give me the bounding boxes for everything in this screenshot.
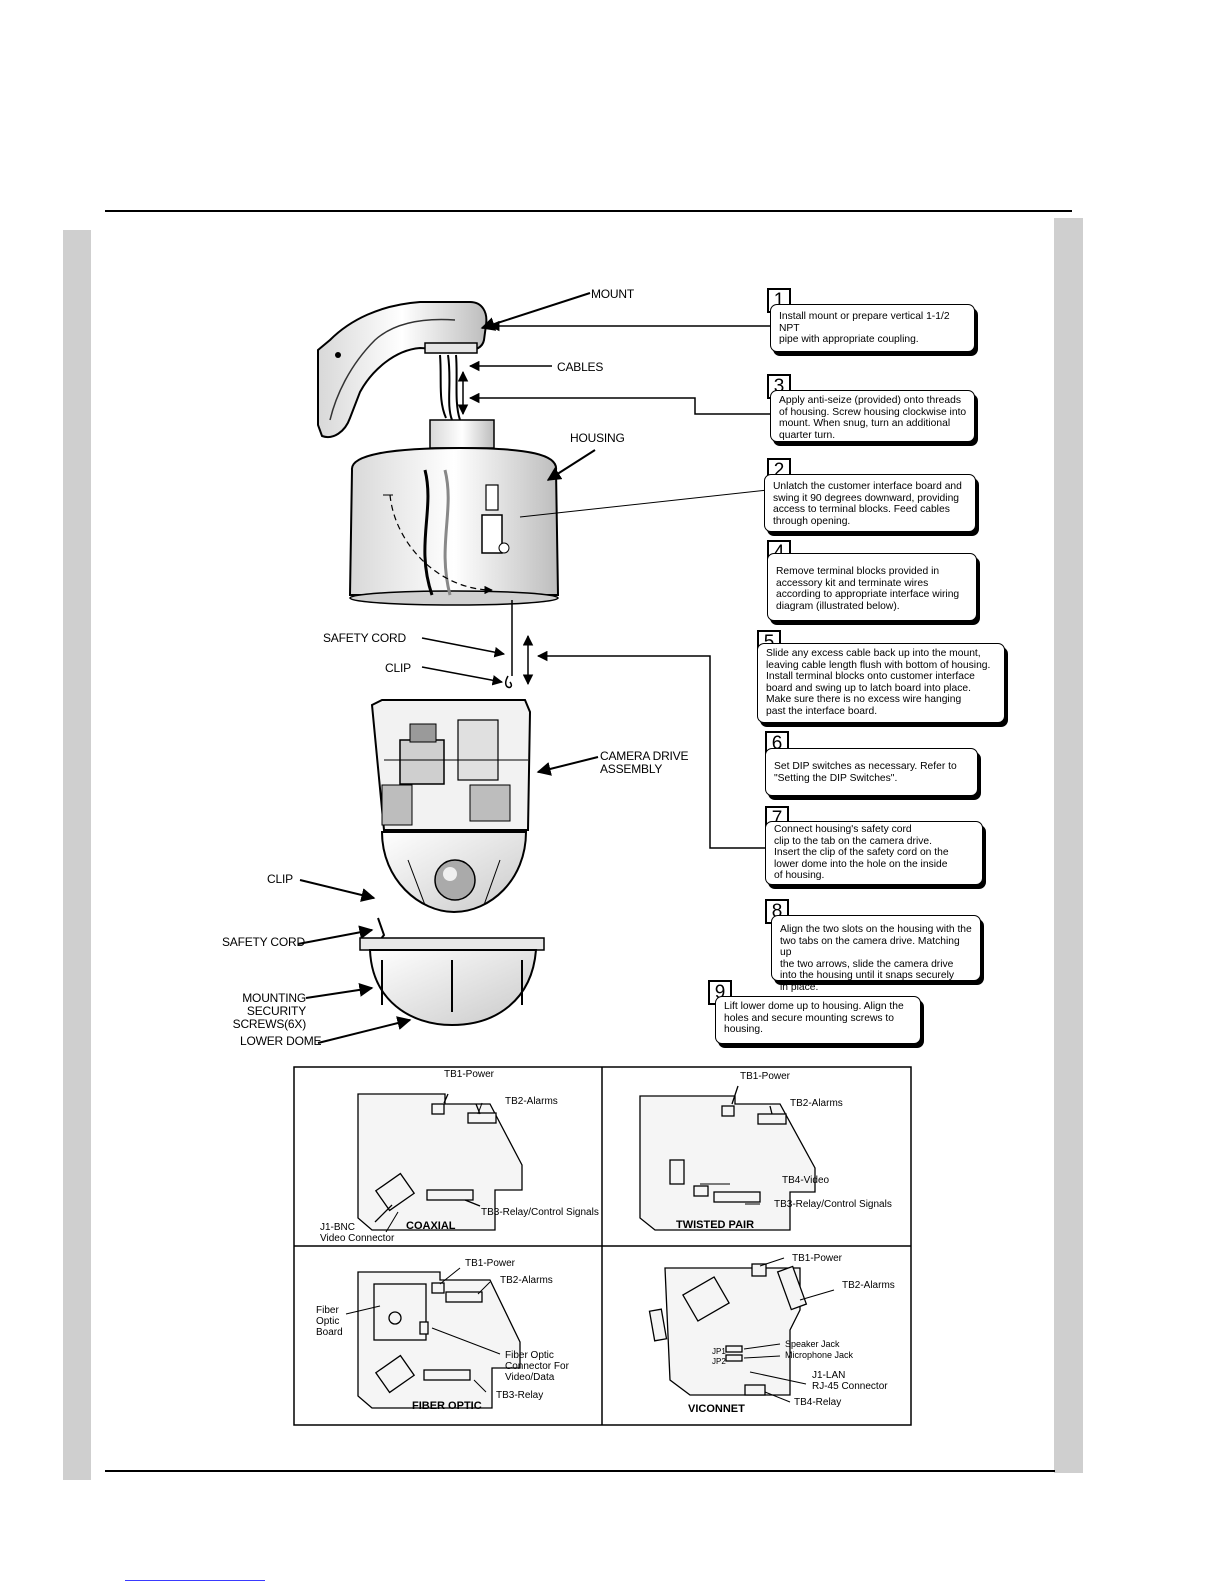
vc-tb4-label: TB4-Relay [794,1397,842,1408]
board-fiber-optic [357,1271,521,1409]
fo-board-label: Fiber Optic Board [316,1305,343,1338]
cables-drawing [439,354,552,421]
vc-tb2-label: TB2-Alarms [842,1280,895,1291]
callout-camera-drive: CAMERA DRIVE ASSEMBLY [600,749,689,776]
leader-lines [468,320,780,849]
housing-drawing [348,419,769,606]
step-box-7: Connect housing's safety cord clip to th… [765,821,983,885]
coax-tb2-label: TB2-Alarms [505,1096,558,1107]
callout-lower-dome: LOWER DOME [240,1034,322,1048]
vc-speaker-label: Speaker Jack [785,1339,840,1349]
tp-tb3-label: TB3-Relay/Control Signals [774,1199,892,1210]
callout-housing: HOUSING [570,431,625,445]
step-box-8: Align the two slots on the housing with … [771,915,981,993]
step-box-5: Slide any excess cable back up into the … [757,643,1005,723]
coax-title: COAXIAL [406,1220,456,1232]
step-box-1: Install mount or prepare vertical 1-1/2 … [770,304,975,352]
step-box-2: Unlatch the customer interface board and… [764,474,976,532]
fo-title: FIBER OPTIC [412,1400,482,1412]
footer-rule [105,1470,1055,1472]
callout-mounting-screws: MOUNTING SECURITY SCREWS(6X) [232,991,307,1031]
vc-microphone-label: Microphone Jack [785,1350,854,1360]
left-margin-bar [63,230,91,1480]
fo-tb1-label: TB1-Power [465,1258,516,1269]
right-margin-bar [1054,218,1083,1473]
coax-tb3-label: TB3-Relay/Control Signals [481,1207,599,1218]
wiring-leaders [345,1102,835,1403]
lower-dome-drawing [297,879,545,1044]
step-box-6: Set DIP switches as necessary. Refer to … [765,748,978,796]
tp-tb4-label: TB4-Video [782,1175,830,1186]
tp-title: TWISTED PAIR [676,1219,755,1231]
callout-safety-cord-top: SAFETY CORD [323,631,406,645]
coax-tb1-label: TB1-Power [444,1069,495,1080]
coax-j1-label: J1-BNC Video Connector [320,1222,395,1244]
vc-jp2-label: JP2 [712,1357,726,1366]
callout-mount: MOUNT [591,287,634,301]
vc-title: VICONNET [688,1403,745,1415]
step-box-3: Apply anti-seize (provided) onto threads… [770,390,975,442]
camera-drive-drawing [370,699,599,914]
board-twisted-pair [639,1085,816,1231]
mount-drawing [317,292,591,438]
callout-safety-cord-bottom: SAFETY CORD [222,935,305,949]
tp-tb2-label: TB2-Alarms [790,1098,843,1109]
header-rule [105,210,1072,212]
footer-link-underline [125,1580,265,1581]
board-viconnet [648,1263,808,1396]
tp-tb1-label: TB1-Power [740,1071,791,1082]
callout-cables: CABLES [557,360,604,374]
vc-j1-label: J1-LAN RJ-45 Connector [812,1370,888,1392]
step-box-9: Lift lower dome up to housing. Align the… [715,996,921,1044]
fo-tb3-label: TB3-Relay [496,1390,544,1401]
vc-tb1-label: TB1-Power [792,1253,843,1264]
board-coaxial [357,1093,523,1231]
vc-jp1-label: JP1 [712,1347,726,1356]
fo-connector-label: Fiber Optic Connector For Video/Data [505,1350,569,1383]
safety-cord-top-drawing [421,600,534,689]
callout-clip-bottom: CLIP [267,872,293,886]
step-box-4: Remove terminal blocks provided in acces… [767,553,977,621]
callout-clip-top: CLIP [385,661,411,675]
fo-tb2-label: TB2-Alarms [500,1275,553,1286]
